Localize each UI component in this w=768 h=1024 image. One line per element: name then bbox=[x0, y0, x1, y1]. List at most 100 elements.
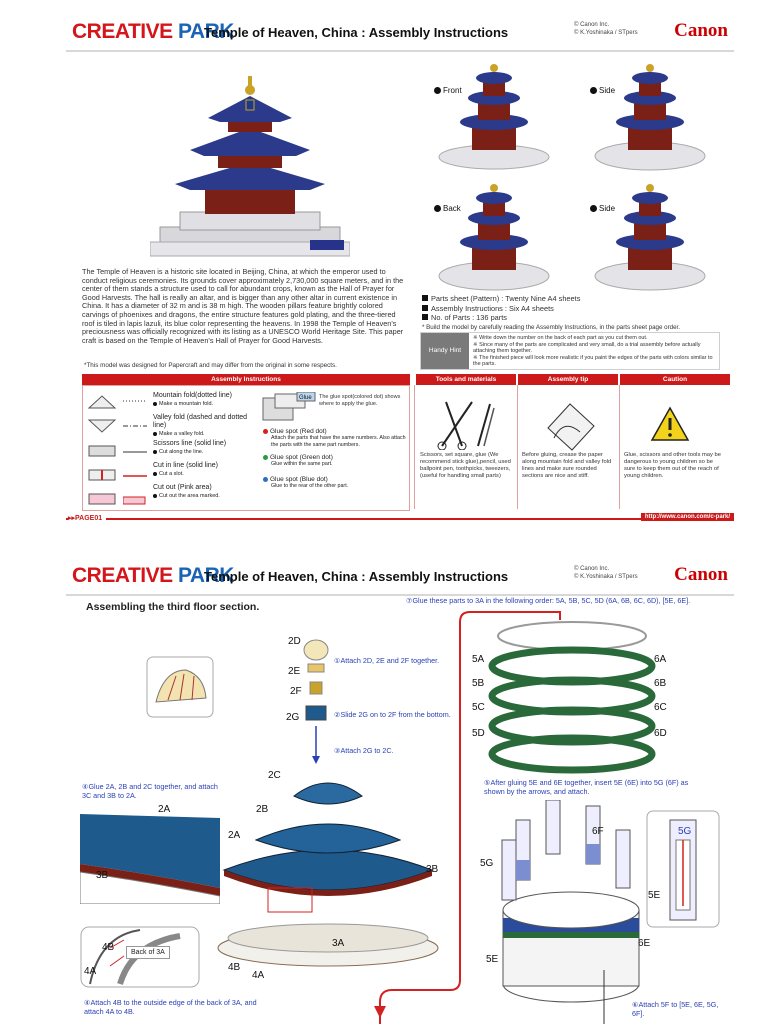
view-back-text: Back bbox=[443, 204, 461, 213]
logo-park: PARK bbox=[177, 564, 234, 587]
symbol-desc: Cut a slot. bbox=[153, 470, 253, 478]
symbol-item: Valley fold (dashed and dotted line)Make… bbox=[153, 414, 253, 440]
symbol-desc: Cut along the line. bbox=[153, 448, 253, 456]
glue-list: Glue spot (Red dot)Attach the parts that… bbox=[263, 428, 407, 498]
part-label: 3B bbox=[426, 864, 439, 875]
description-text: The Temple of Heaven is a historic site … bbox=[82, 267, 404, 345]
parts-info: Parts sheet (Pattern) : Twenty Nine A4 s… bbox=[422, 294, 734, 332]
view-front-text: Front bbox=[443, 86, 462, 95]
glue-name: Glue spot (Blue dot) bbox=[270, 476, 328, 483]
copyright-line: © Canon Inc. bbox=[574, 22, 610, 28]
part-label: 2G bbox=[286, 712, 300, 723]
back-of-3a-label: Back of 3A bbox=[126, 946, 170, 959]
symbol-desc-text: Cut along the line. bbox=[159, 449, 204, 455]
logo-park: PARK bbox=[177, 20, 234, 43]
glue-desc: Glue within the same part. bbox=[271, 461, 333, 467]
part-label: 5E bbox=[648, 890, 661, 901]
roof-assembly-illustration bbox=[217, 782, 439, 967]
hint-item: ※ The finished piece will look more real… bbox=[473, 354, 713, 368]
bullet bbox=[422, 314, 428, 320]
part-label: 5B bbox=[472, 678, 485, 689]
step-6: ⑥Attach 5F to [5E, 6E, 5G, 6F]. bbox=[632, 1000, 719, 1018]
step-1: ①Attach 2D, 2E and 2F together. bbox=[334, 656, 440, 665]
part-label: 6C bbox=[654, 702, 667, 713]
hint-item: ※ Write down the number on the back of e… bbox=[473, 335, 648, 341]
green-dot-icon bbox=[263, 455, 268, 460]
view-label-side: Side bbox=[590, 86, 615, 95]
cylinders-illustration bbox=[501, 800, 640, 1024]
glue-desc: Glue to the rear of the other part. bbox=[271, 483, 349, 489]
symbol-item: Mountain fold(dotted line)Make a mountai… bbox=[153, 392, 253, 414]
page-title: Temple of Heaven, China : Assembly Instr… bbox=[204, 25, 509, 40]
symbol-item: Cut out (Pink area)Cut out the area mark… bbox=[153, 484, 253, 506]
section-tools: Tools and materials bbox=[416, 374, 516, 385]
info-line: Assembly Instructions : Six A4 sheets bbox=[422, 304, 734, 314]
hint-item: ※ Since many of the parts are complicate… bbox=[473, 341, 701, 355]
copyright-line: © K.Yoshinaka / STpers bbox=[574, 574, 638, 580]
symbol-list: Mountain fold(dotted line)Make a mountai… bbox=[153, 392, 253, 506]
build-note: * Build the model by carefully reading t… bbox=[422, 323, 680, 331]
part-label: 2D bbox=[288, 636, 301, 647]
connector-arrow bbox=[374, 611, 561, 1024]
warning-icon bbox=[650, 406, 690, 441]
part-label: 2C bbox=[268, 770, 281, 781]
tip-text: Before gluing, crease the paper along mo… bbox=[522, 452, 612, 479]
bullet bbox=[422, 304, 428, 311]
glue-name: Glue spot (Red dot) bbox=[270, 428, 327, 435]
page-footer: ▸▸PAGE01 http://www.canon.com/c-park/ bbox=[66, 513, 734, 526]
cut-in-line-icon bbox=[88, 469, 116, 481]
info-text: Assembly Instructions : Six A4 sheets bbox=[431, 303, 554, 313]
glue-spot-desc: The glue spot(colored dot) shows where t… bbox=[319, 394, 401, 407]
page-header: CREATIVE PARK Temple of Heaven, China : … bbox=[66, 556, 734, 596]
symbol-desc: Cut out the area marked. bbox=[153, 492, 253, 500]
canon-logo: Canon bbox=[674, 20, 728, 41]
view-label-back: Back bbox=[434, 204, 461, 213]
copyright-line: © Canon Inc. bbox=[574, 566, 610, 572]
copyright: © Canon Inc. © K.Yoshinaka / STpers bbox=[574, 21, 638, 37]
part-label: 6E bbox=[638, 938, 651, 949]
scissors-line-icon bbox=[88, 445, 116, 457]
copyright-line: © K.Yoshinaka / STpers bbox=[574, 30, 638, 36]
handy-hint-box: Handy Hint ※ Write down the number on th… bbox=[420, 332, 720, 370]
part-label: 2A bbox=[158, 804, 171, 815]
inset-cap-illustration bbox=[146, 656, 214, 718]
bullet bbox=[153, 432, 157, 436]
symbol-item: Scissors line (solid line) Cut along the … bbox=[153, 440, 253, 462]
inset-slot-detail bbox=[646, 810, 720, 928]
temple-view-back bbox=[438, 184, 550, 291]
symbol-desc-text: Cut a slot. bbox=[159, 471, 184, 477]
part-label: 6F bbox=[592, 826, 604, 837]
view-side2-text: Side bbox=[599, 204, 616, 213]
part-label: 6B bbox=[654, 678, 667, 689]
temple-view-side bbox=[594, 64, 706, 171]
valley-fold-icon bbox=[87, 419, 117, 433]
divider bbox=[414, 385, 415, 509]
temple-view-side-2 bbox=[594, 184, 706, 291]
part-label: 6D bbox=[654, 728, 667, 739]
divider bbox=[517, 385, 518, 509]
creative-park-logo: CREATIVE PARK bbox=[72, 20, 234, 44]
hint-list: ※ Write down the number on the back of e… bbox=[473, 335, 717, 368]
page-number: ▸▸PAGE01 bbox=[68, 514, 107, 522]
red-dot-icon bbox=[263, 429, 268, 434]
glue-illustration: Glue bbox=[262, 392, 316, 421]
section-assembly-instructions: Assembly Instructions bbox=[82, 374, 410, 385]
glue-item: Glue spot (Blue dot)Glue to the rear of … bbox=[263, 476, 407, 498]
symbol-desc: Make a mountain fold. bbox=[153, 400, 253, 408]
bullet bbox=[153, 472, 157, 476]
folding-hand-icon bbox=[547, 403, 595, 451]
view-label-side-2: Side bbox=[590, 204, 615, 213]
symbols-box: Mountain fold(dotted line)Make a mountai… bbox=[82, 385, 410, 511]
glue-item: Glue spot (Green dot)Glue within the sam… bbox=[263, 454, 407, 476]
model-note: *This model was designed for Papercraft … bbox=[84, 362, 337, 369]
scissors-tools-icon bbox=[437, 401, 495, 450]
rings-illustration bbox=[488, 621, 656, 774]
site-url[interactable]: http://www.canon.com/c-park/ bbox=[640, 513, 734, 521]
part-label: 5A bbox=[472, 654, 485, 665]
symbol-name: Scissors line (solid line) bbox=[153, 440, 227, 447]
section-caution: Caution bbox=[620, 374, 730, 385]
bullet bbox=[153, 402, 157, 406]
glue-item: Glue spot (Red dot)Attach the parts that… bbox=[263, 428, 407, 454]
glue-tag: Glue bbox=[299, 395, 312, 401]
symbol-item: Cut in line (solid line)Cut a slot. bbox=[153, 462, 253, 484]
